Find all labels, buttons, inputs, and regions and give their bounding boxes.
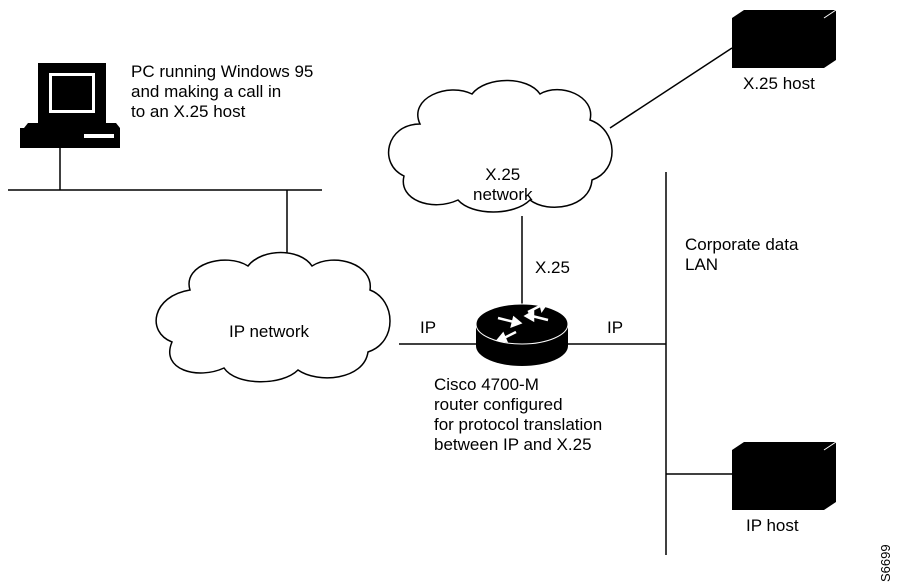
ip-link-left-label: IP — [420, 318, 437, 337]
corporate-lan-label: Corporate data LAN — [685, 235, 799, 274]
ip-network-cloud — [155, 251, 391, 383]
x25-host-icon — [732, 9, 837, 68]
router-label: Cisco 4700-M router configured for proto… — [434, 375, 603, 454]
router-icon — [475, 300, 569, 366]
x25-host-link-line — [609, 47, 733, 129]
pc-label: PC running Windows 95 and making a call … — [131, 62, 314, 121]
pc-icon — [20, 63, 120, 190]
x25-link-label: X.25 — [535, 258, 570, 277]
figure-id-label: S6699 — [878, 544, 893, 582]
x25-network-label: X.25 network — [473, 165, 533, 204]
ip-network-label: IP network — [229, 322, 310, 341]
ip-host-label: IP host — [746, 516, 799, 535]
ip-host-icon — [732, 441, 837, 510]
ip-link-right-label: IP — [607, 318, 624, 337]
x25-network-cloud — [387, 79, 613, 213]
x25-host-label: X.25 host — [743, 74, 815, 93]
